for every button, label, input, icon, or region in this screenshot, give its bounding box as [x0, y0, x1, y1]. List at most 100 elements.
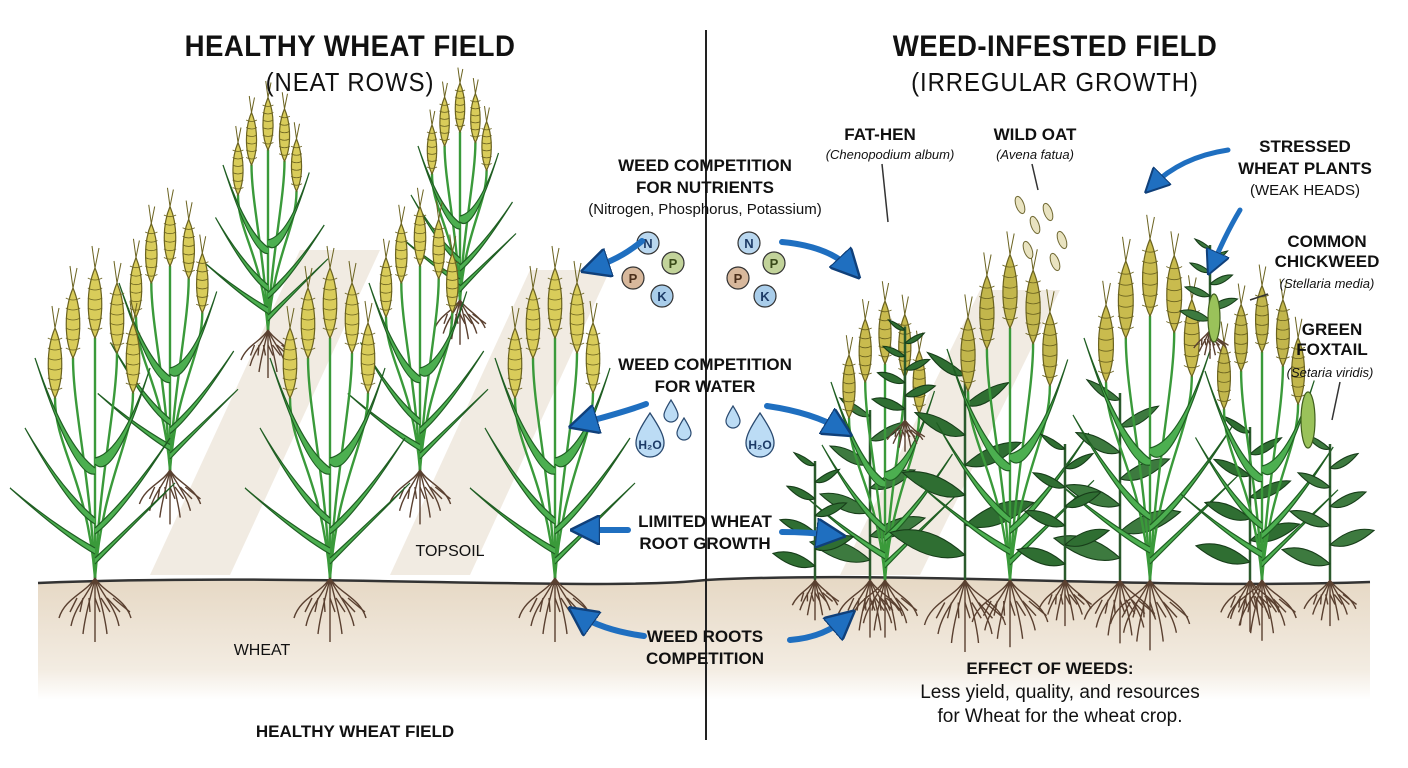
- water-arrow-right: [764, 403, 842, 430]
- nutrient-arrow-left: [592, 238, 645, 268]
- wheat-head: [1025, 247, 1041, 346]
- weed-name: COMMON CHICKWEED: [1274, 232, 1380, 271]
- weed-name: FAT-HEN: [844, 125, 916, 144]
- wheat-head: [125, 300, 141, 395]
- weed-scientific-name: (Setaria viridis): [1286, 365, 1374, 380]
- root-growth-arrow-right: [779, 532, 834, 535]
- nitrogen-symbol: N: [643, 236, 652, 251]
- phosphorus-symbol: P: [629, 271, 638, 286]
- roots: [851, 579, 919, 638]
- weed-name: WILD OAT: [993, 125, 1077, 144]
- root-growth-line-1: LIMITED WHEAT: [638, 512, 772, 531]
- wheat-head: [109, 260, 125, 355]
- roots: [1109, 579, 1191, 651]
- water-drop-icon: [635, 411, 665, 458]
- wild-oat-spikelets: [1014, 195, 1068, 272]
- wheat-plant: [244, 336, 411, 580]
- stressed-line-2: WHEAT PLANTS: [1238, 159, 1372, 178]
- wheat-head: [547, 245, 563, 340]
- water-drop-icon: [725, 404, 741, 429]
- stressed-arrow: [1152, 147, 1231, 186]
- left-title: HEALTHY WHEAT FIELD: [184, 30, 516, 63]
- water-drops: H₂O H₂O: [635, 398, 775, 458]
- roots-arrow-right: [787, 618, 846, 643]
- wheat-head: [1291, 316, 1306, 406]
- wheat-head: [912, 330, 926, 415]
- phosphorus-symbol-right-2: P: [770, 256, 779, 271]
- water-drop-icon: [676, 416, 692, 441]
- wheat-head: [245, 95, 258, 167]
- wheat-head: [47, 305, 63, 400]
- wheat-head: [1166, 231, 1183, 334]
- wheat-plant: [97, 264, 239, 472]
- wheat-head: [445, 234, 459, 315]
- wheat-head: [1097, 280, 1115, 384]
- potassium-circle-right: [753, 284, 777, 308]
- wheat-head: [379, 238, 393, 319]
- root-growth-line-2: ROOT GROWTH: [639, 534, 771, 553]
- roots: [971, 579, 1049, 648]
- water-symbol-left: H₂O: [638, 438, 661, 452]
- wheat-head: [979, 252, 995, 351]
- wheat-head: [282, 305, 298, 400]
- wheat-head: [129, 238, 143, 319]
- potassium-circle: [650, 284, 674, 308]
- left-bottom-label: HEALTHY WHEAT FIELD: [255, 722, 455, 741]
- effect-heading: EFFECT OF WEEDS:: [966, 659, 1134, 678]
- wheat-head: [454, 67, 466, 134]
- wheat-head: [426, 109, 438, 176]
- foxtail-head: [1300, 391, 1316, 449]
- water-drop-icon: [663, 398, 679, 423]
- nutrient-group-left: N P P K: [621, 231, 685, 308]
- wheat-head: [1042, 289, 1058, 388]
- wheat-plant: [1056, 314, 1239, 582]
- wheat-head: [163, 187, 177, 268]
- leader-lines: [881, 163, 1341, 421]
- wheat-head: [232, 125, 244, 197]
- wheat-head: [481, 106, 492, 172]
- roots: [293, 577, 367, 642]
- weed-plant: [1015, 433, 1111, 580]
- weed-scientific-name: (Chenopodium album): [825, 147, 955, 162]
- wheat-head: [858, 299, 872, 384]
- wheat-head: [432, 200, 446, 281]
- nutrient-group-right: N P P K: [726, 231, 786, 308]
- wheat-head: [1002, 231, 1018, 330]
- chickweed-arrow: [1212, 207, 1243, 266]
- wheat-plant: [400, 130, 517, 302]
- roots: [886, 419, 926, 452]
- wheat-head: [1234, 283, 1249, 373]
- potassium-symbol: K: [657, 289, 667, 304]
- plants: [9, 67, 1376, 652]
- nitrogen-symbol-right: N: [744, 236, 753, 251]
- wheat-head: [394, 204, 408, 285]
- roots: [58, 577, 132, 642]
- nutrients-line-1: WEED COMPETITION: [618, 156, 792, 175]
- nutrients-line-2: FOR NUTRIENTS: [636, 178, 774, 197]
- roots: [1083, 579, 1157, 644]
- potassium-symbol-right: K: [760, 289, 770, 304]
- competition-arrows: [578, 147, 1243, 643]
- wheat-plant: [347, 264, 489, 472]
- right-title: WEED-INFESTED FIELD: [892, 30, 1218, 63]
- wheat-plant: [9, 336, 176, 580]
- roots: [138, 469, 202, 525]
- phosphorus-circle-2: [661, 251, 685, 275]
- roots: [1227, 579, 1297, 641]
- weed-scientific-name: (Stellaria media): [1279, 276, 1375, 291]
- weed-plant: [1280, 433, 1376, 580]
- wheat-plant: [920, 326, 1095, 582]
- roots-line-1: WEED ROOTS: [646, 627, 764, 646]
- wheat-label: WHEAT: [233, 642, 291, 659]
- phosphorus-symbol-right: P: [734, 271, 743, 286]
- effect-line-2: for Wheat for the wheat crop.: [937, 706, 1183, 727]
- wheat-head: [360, 300, 376, 395]
- water-drop-icon: [745, 411, 775, 458]
- nutrients-detail: (Nitrogen, Phosphorus, Potassium): [588, 201, 822, 218]
- wheat-head: [278, 92, 291, 163]
- wheat-head: [87, 245, 103, 340]
- weed-plant: [870, 318, 937, 420]
- roots-arrow-left: [578, 614, 647, 639]
